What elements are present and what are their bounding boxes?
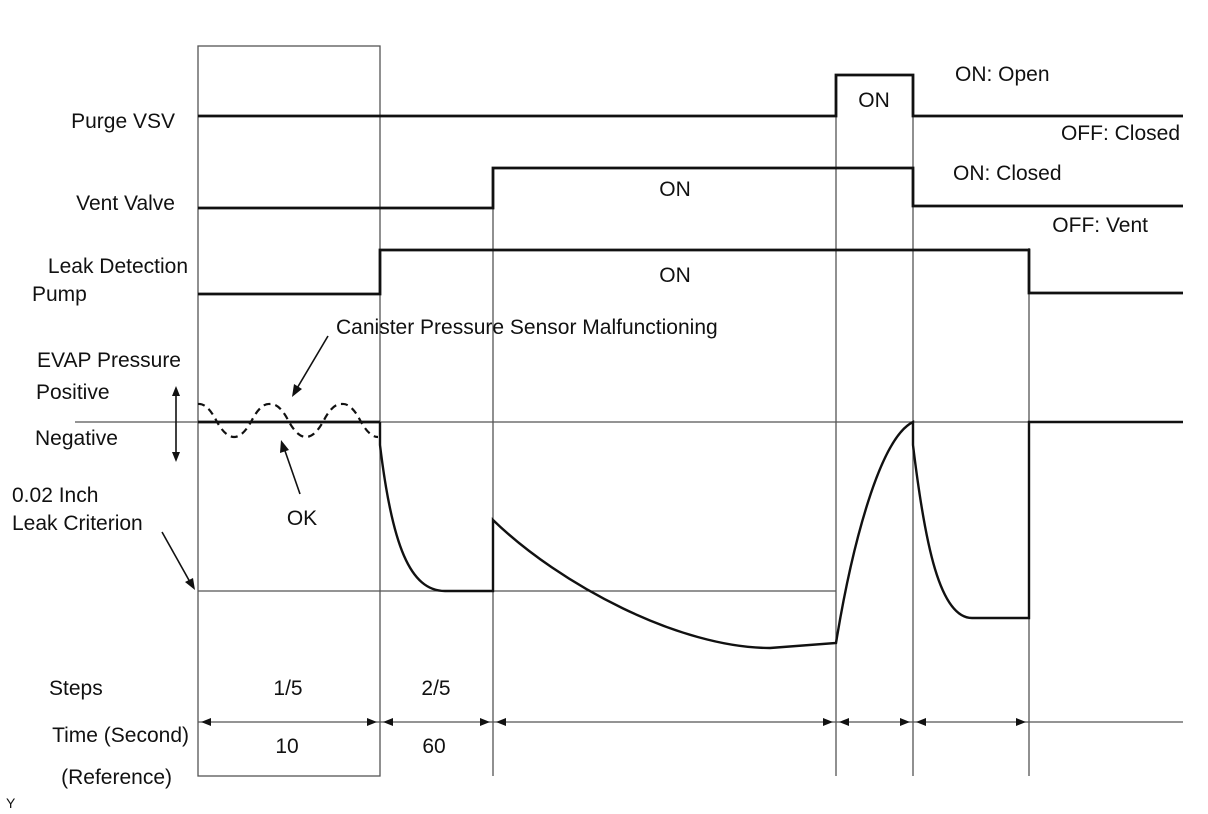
arrowhead: [201, 718, 211, 726]
off-vent-label: OFF: Vent: [1052, 214, 1148, 237]
vent-on-label: ON: [659, 178, 691, 201]
step-1-value: 1/5: [273, 677, 302, 700]
arrowhead: [839, 718, 849, 726]
step-2-value: 2/5: [421, 677, 450, 700]
pressure-direction-up-head: [172, 386, 180, 396]
ok-pointer-line: [283, 447, 301, 495]
arrowhead: [900, 718, 910, 726]
vent-valve-label: Vent Valve: [76, 192, 175, 215]
pressure-waveform: [378, 420, 1183, 650]
arrowhead: [1016, 718, 1026, 726]
purge-vsv-label: Purge VSV: [71, 110, 175, 133]
vent-valve-signal: [198, 166, 1183, 210]
arrowhead: [823, 718, 833, 726]
pressure-malfunction-wave: [197, 402, 379, 439]
time-interval-arrows: [201, 718, 1026, 726]
arrowhead: [367, 718, 377, 726]
criterion-pointer-line: [161, 531, 191, 583]
criterion-pointer-head: [185, 578, 195, 590]
time-step-1-value: 10: [275, 735, 298, 758]
arrowhead: [916, 718, 926, 726]
arrowhead: [480, 718, 490, 726]
steps-time-table: Steps Time (Second) (Reference) 1/5 2/5 …: [49, 677, 451, 789]
arrowhead: [496, 718, 506, 726]
positive-label: Positive: [36, 381, 110, 404]
pressure-direction-down-head: [172, 452, 180, 462]
ok-annotation: OK: [287, 507, 317, 530]
reference-label: (Reference): [61, 766, 172, 789]
leak-criterion-label-line2: Leak Criterion: [12, 512, 143, 535]
leak-pump-signal: [198, 248, 1183, 296]
evap-pressure-label: EVAP Pressure: [37, 349, 181, 372]
pump-on-label: ON: [659, 264, 691, 287]
leak-pump-waveform: [198, 248, 1183, 296]
annotation-arrows: [161, 335, 329, 590]
malfunction-pointer-head: [292, 384, 302, 397]
leak-criterion-label-line1: 0.02 Inch: [12, 484, 98, 507]
step-boundaries: [197, 45, 1030, 777]
arrowhead: [383, 718, 393, 726]
ok-pointer-head: [280, 440, 289, 453]
time-label: Time (Second): [52, 724, 189, 747]
state-labels: ON ON ON ON: Open OFF: Closed ON: Closed…: [659, 63, 1180, 287]
on-open-label: ON: Open: [955, 63, 1050, 86]
corner-mark: Y: [6, 795, 16, 811]
evap-pressure-signal: [75, 402, 1183, 650]
leak-pump-label-line2: Pump: [32, 283, 87, 306]
on-closed-label: ON: Closed: [953, 162, 1062, 185]
malfunction-annotation: Canister Pressure Sensor Malfunctioning: [336, 316, 718, 339]
off-closed-label: OFF: Closed: [1061, 122, 1180, 145]
negative-label: Negative: [35, 427, 118, 450]
purge-on-label: ON: [858, 89, 890, 112]
malfunction-pointer-line: [295, 335, 329, 391]
step-1-box: [197, 45, 381, 777]
vent-valve-waveform: [198, 166, 1183, 210]
purge-vsv-waveform: [198, 73, 1183, 118]
signal-labels: Purge VSV Vent Valve Leak Detection Pump…: [12, 110, 188, 535]
time-step-2-value: 60: [422, 735, 445, 758]
annotations: Canister Pressure Sensor Malfunctioning …: [287, 316, 718, 530]
purge-vsv-signal: [198, 73, 1183, 118]
steps-label: Steps: [49, 677, 103, 700]
time-axis: [198, 718, 1183, 726]
leak-pump-label-line1: Leak Detection: [48, 255, 188, 278]
